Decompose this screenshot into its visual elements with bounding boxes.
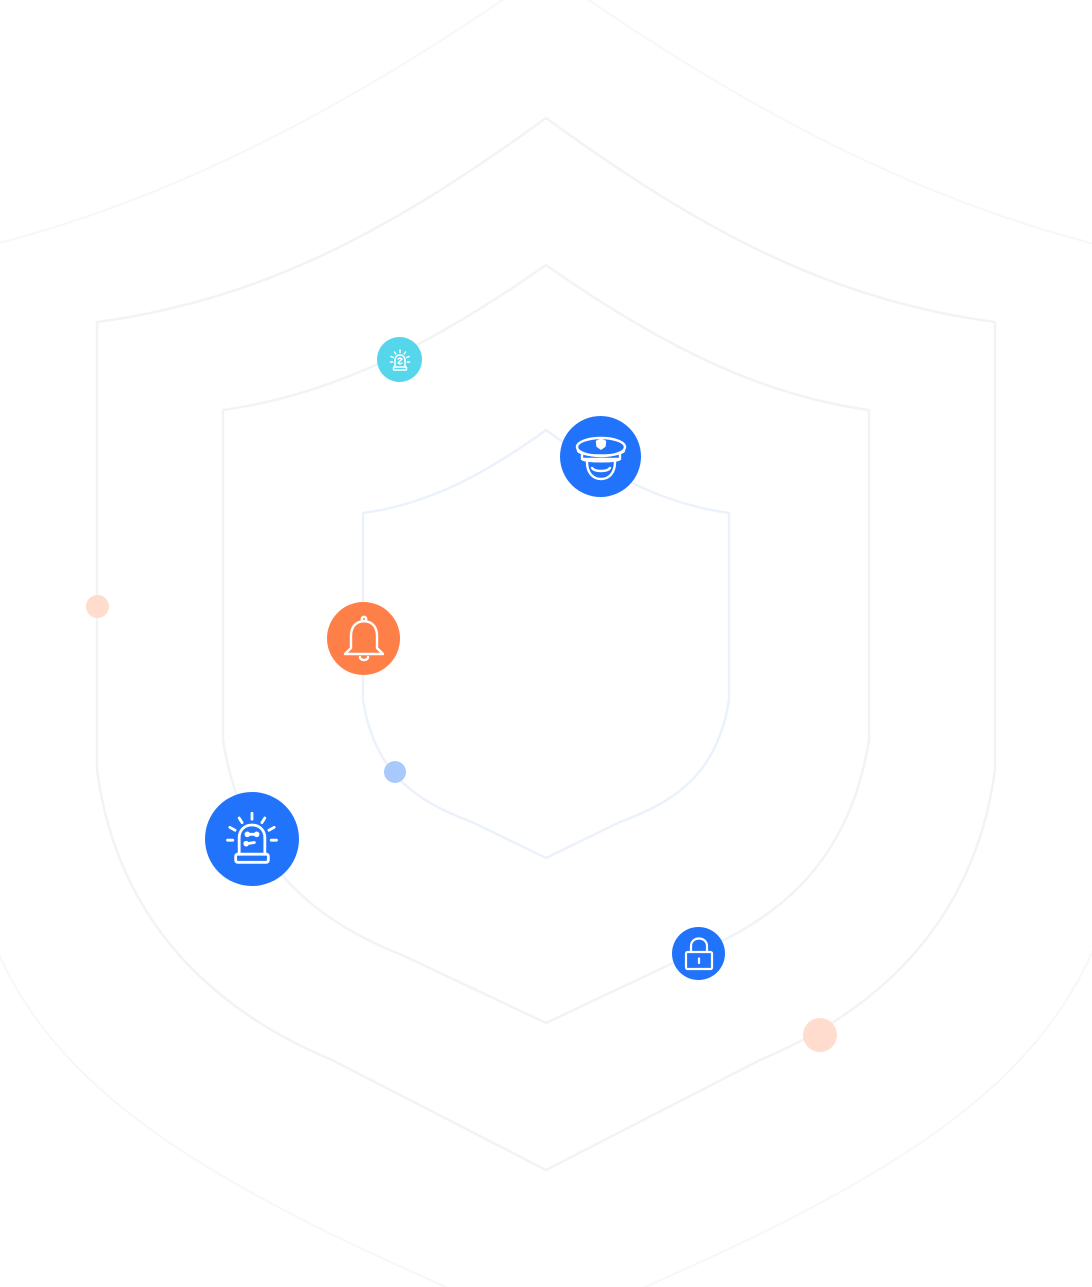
shield-outline-middle — [221, 263, 871, 1025]
light-blue-dot — [384, 761, 406, 783]
siren-icon — [205, 792, 299, 886]
peach-dot-right — [803, 1018, 837, 1052]
padlock-icon — [672, 927, 725, 980]
shield-outline-inner — [361, 428, 731, 860]
peach-dot-left — [86, 595, 109, 618]
small-siren-icon — [377, 337, 422, 382]
police-officer-icon — [560, 416, 641, 497]
bell-icon — [327, 602, 400, 675]
shield-outline-large — [95, 116, 997, 1172]
